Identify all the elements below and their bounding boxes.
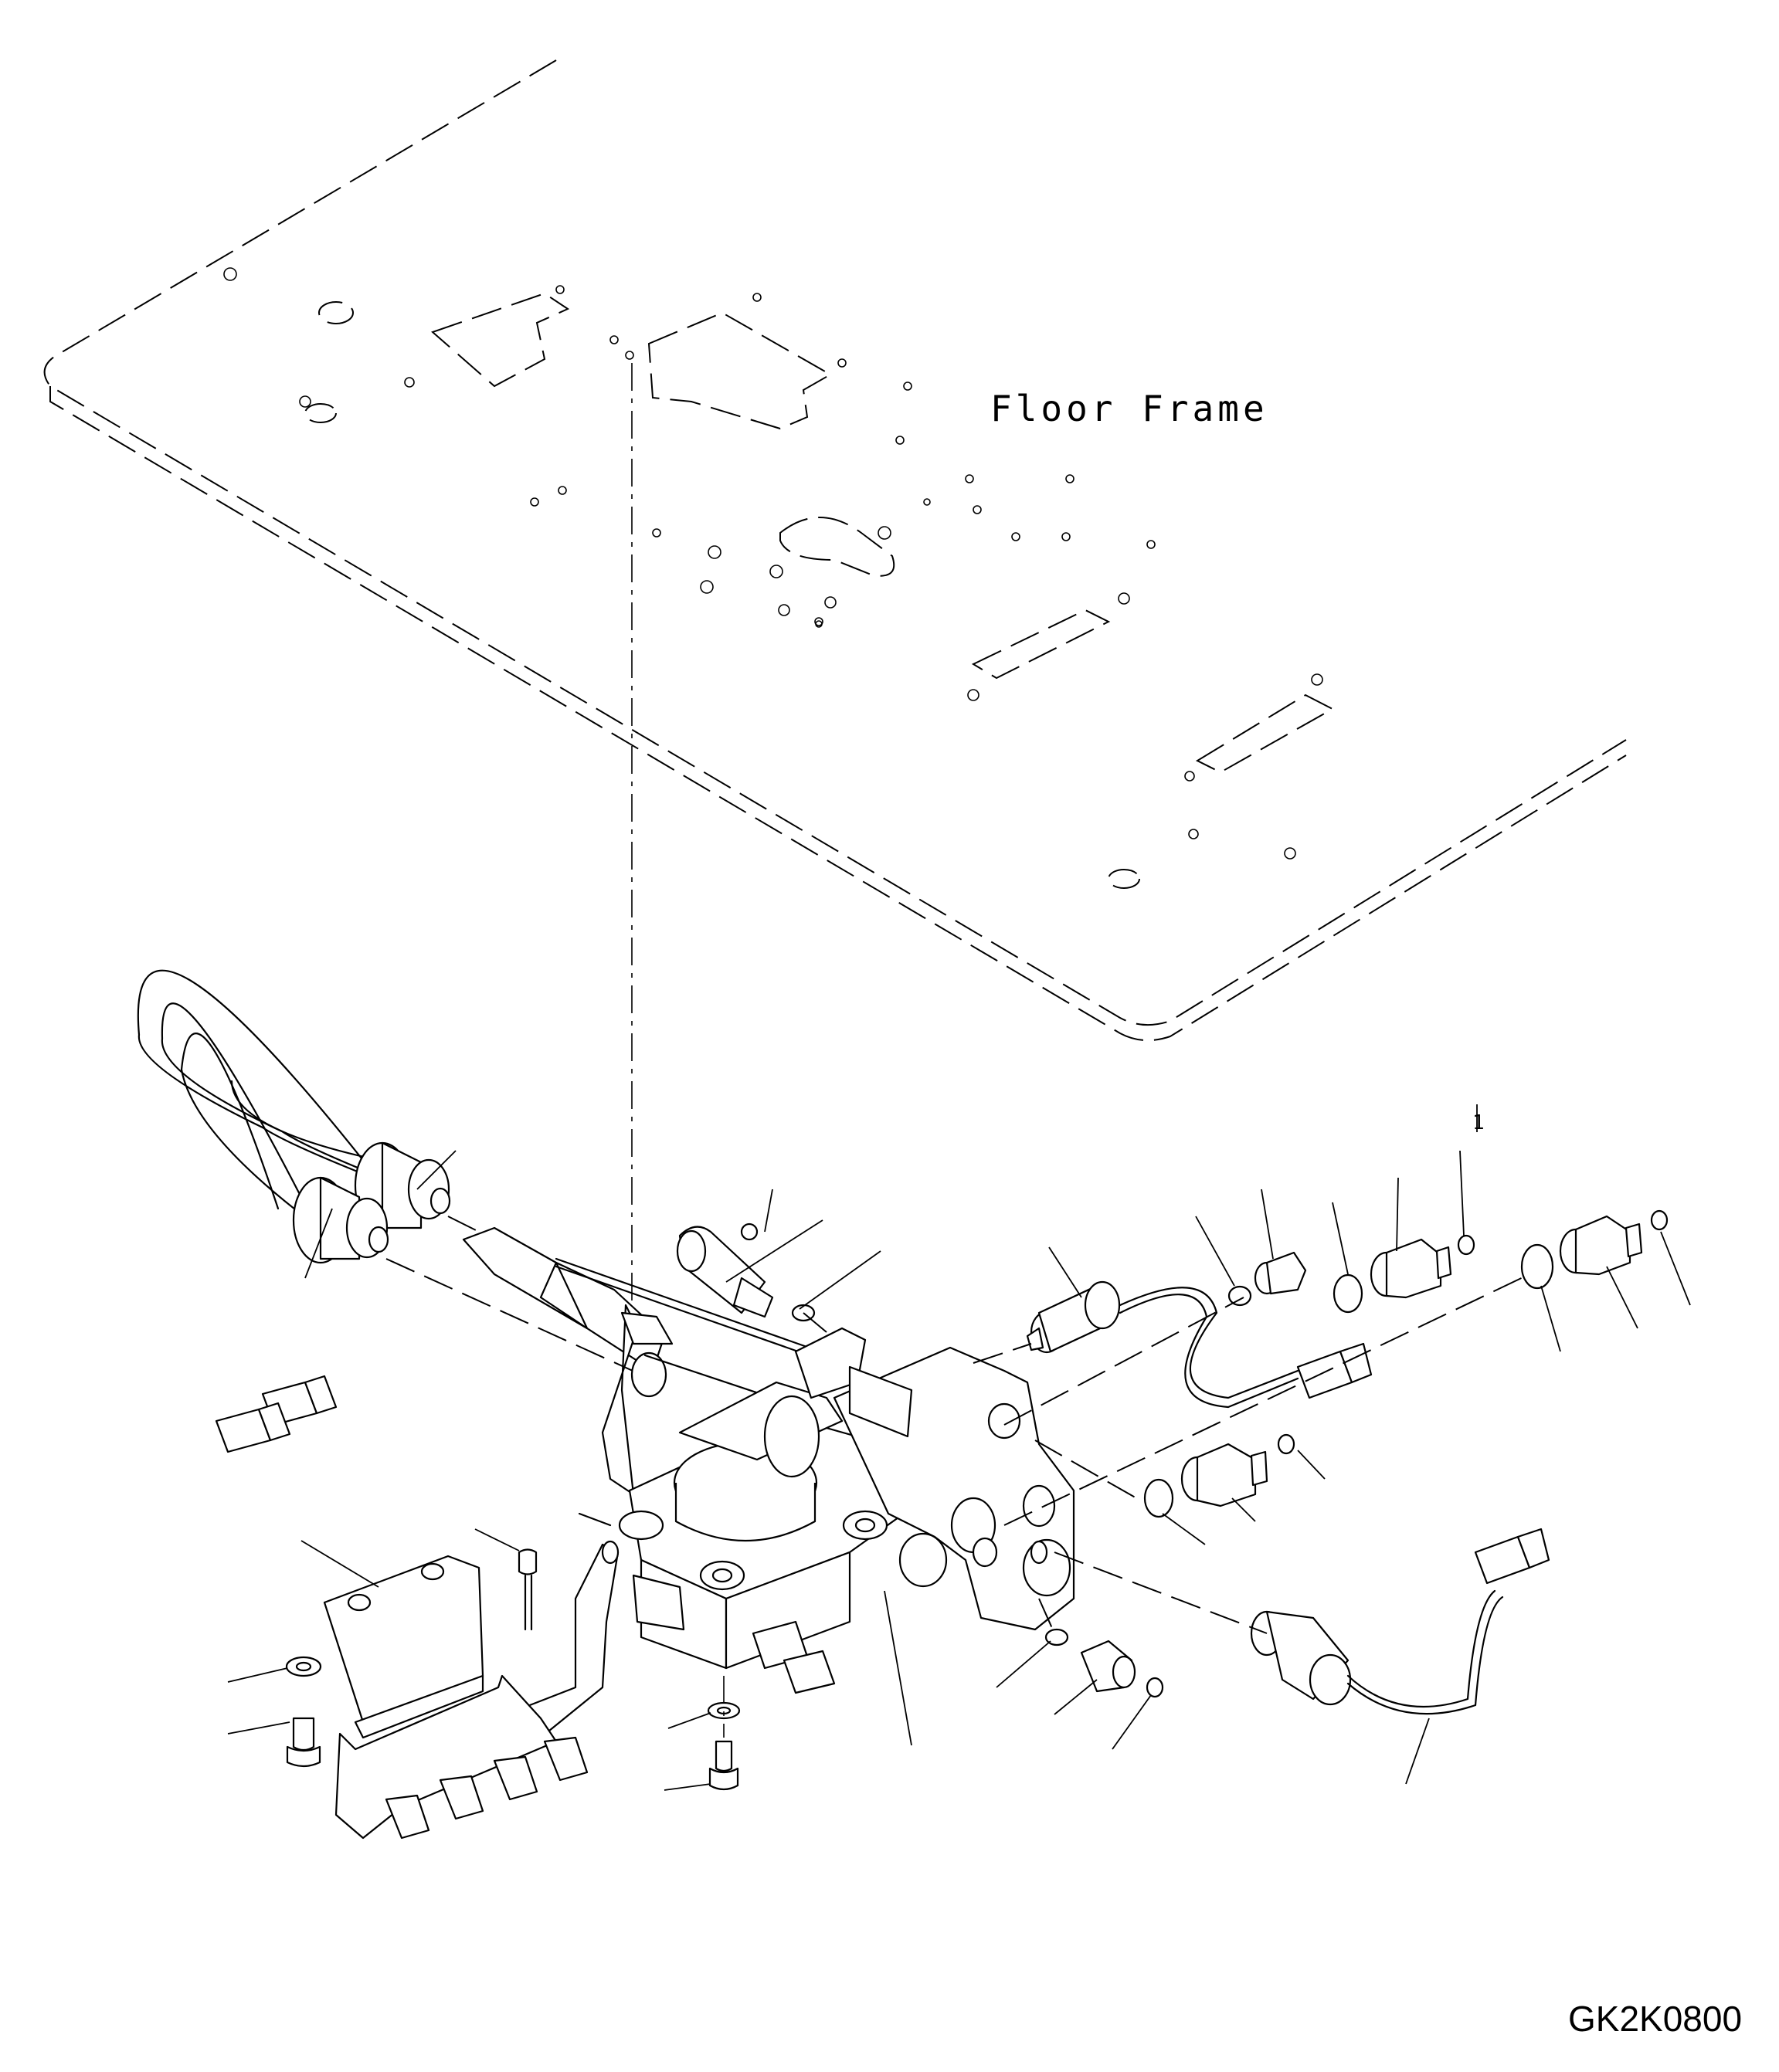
frame-holes	[304, 301, 1140, 889]
harness-left	[137, 969, 642, 1453]
adapter-lower	[1180, 1443, 1268, 1507]
o-ring-r1	[1227, 1285, 1252, 1307]
plug-bottom	[1080, 1640, 1136, 1693]
bracket-bolt-left	[285, 1656, 322, 1768]
floor-frame-label: Floor Frame	[990, 388, 1268, 429]
reference-mark: 1	[1472, 1111, 1485, 1134]
o-ring-lower-b	[1277, 1433, 1295, 1455]
fitting-elbow	[676, 1226, 774, 1318]
plug-r1	[1254, 1251, 1307, 1295]
adapter-r4	[1559, 1215, 1643, 1276]
pilot-valve-body	[618, 1327, 1075, 1694]
floor-frame-plate	[43, 59, 1627, 1042]
o-ring-r3	[1457, 1234, 1475, 1256]
valve-bolt-center	[707, 1676, 741, 1791]
pressure-sensor-left-lower	[292, 1176, 389, 1264]
o-ring-r5	[1650, 1209, 1669, 1231]
drawing-id: GK2K0800	[1568, 1999, 1742, 2039]
pressure-sensor-lower	[1250, 1528, 1550, 1715]
o-ring-r4	[1520, 1243, 1554, 1290]
keyhole-opening	[779, 517, 895, 577]
floor-bracket	[323, 1555, 589, 1840]
o-ring-bottom-b	[1146, 1677, 1164, 1698]
assembly-lines	[803, 1273, 1530, 1634]
frame-small-holes	[223, 267, 1323, 860]
pedal-lever	[462, 1226, 844, 1496]
o-ring-bottom-a	[1044, 1628, 1069, 1646]
slot-1	[971, 609, 1111, 680]
cutout-left	[431, 292, 570, 388]
leader-lines	[227, 1150, 1691, 1791]
o-ring-lower-a	[1143, 1478, 1174, 1518]
bracket-screw	[518, 1548, 538, 1631]
o-ring-r2	[1333, 1273, 1363, 1314]
pressure-sensor-mid	[1026, 1280, 1373, 1409]
o-ring-upper-a	[740, 1223, 759, 1241]
slot-2	[1195, 693, 1335, 774]
harness-connector-b	[215, 1402, 291, 1453]
adapter-r2	[1370, 1238, 1452, 1299]
cutout-center	[647, 311, 833, 430]
